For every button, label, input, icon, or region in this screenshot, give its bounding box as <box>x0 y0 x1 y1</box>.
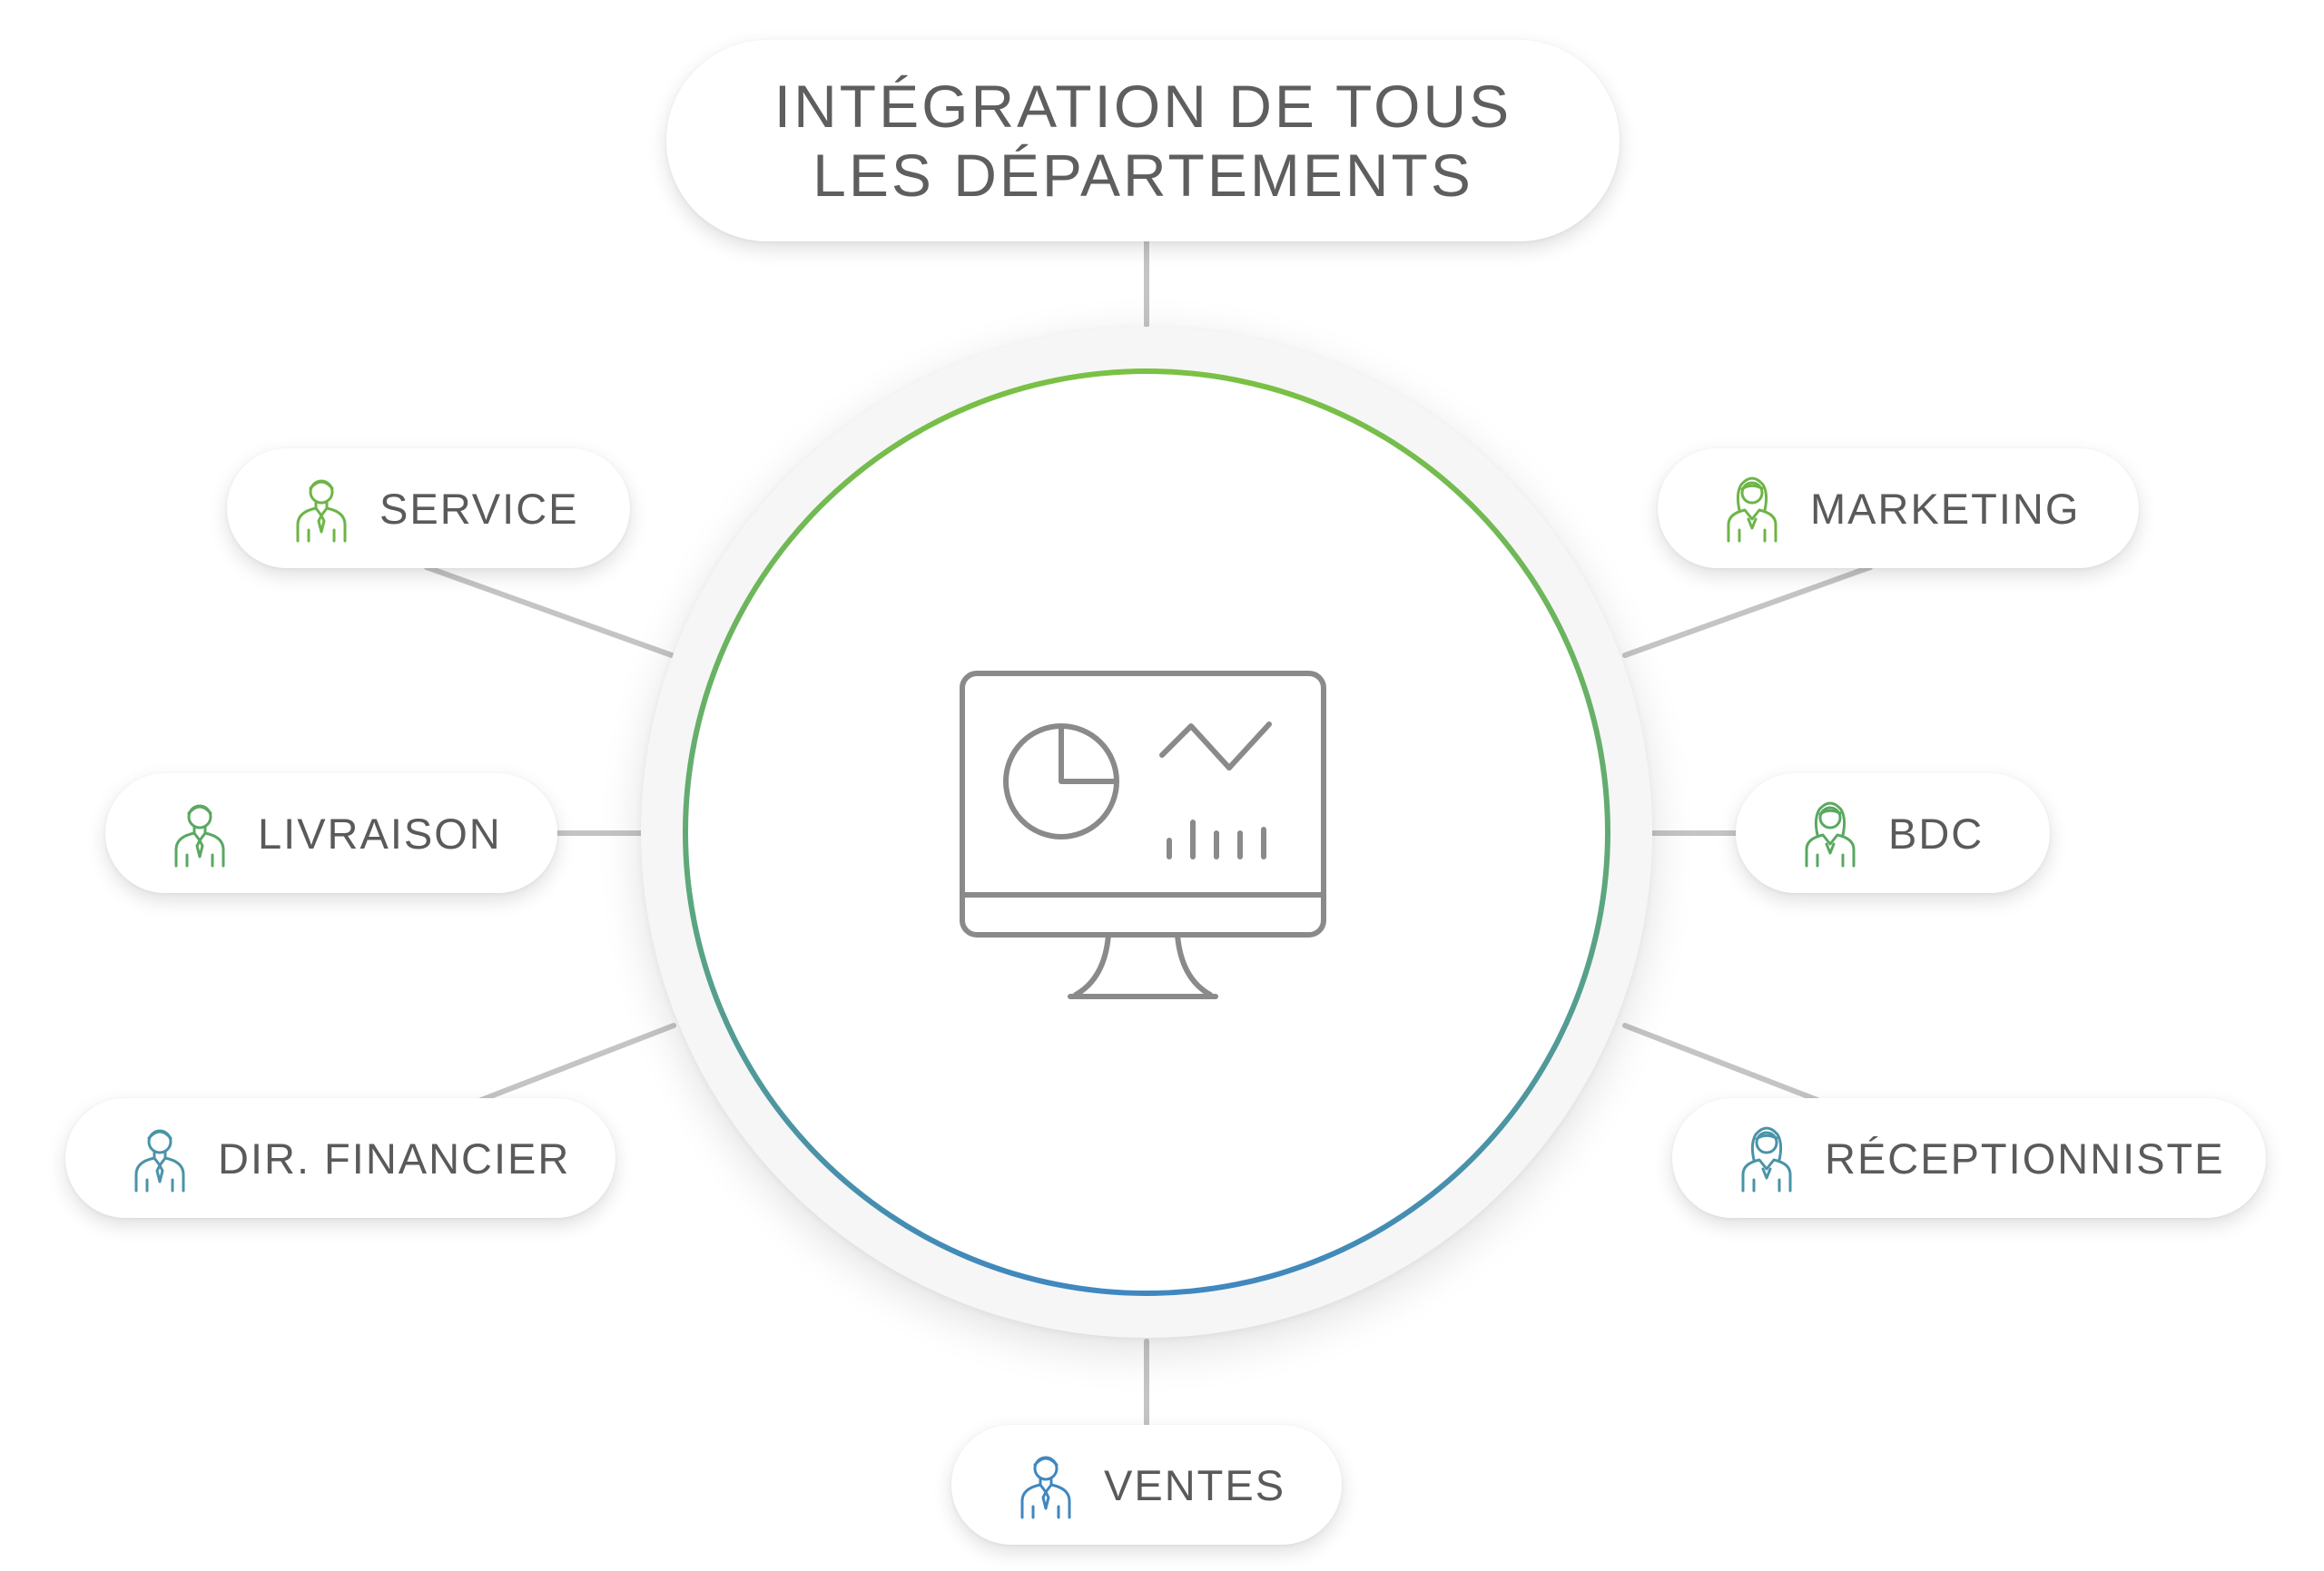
monitor-analytics-icon <box>960 671 1326 999</box>
dept-receptionniste: RÉCEPTIONNISTE <box>1672 1098 2266 1218</box>
title-line-2: LES DÉPARTEMENTS <box>812 142 1473 209</box>
dept-label-receptionniste: RÉCEPTIONNISTE <box>1825 1134 2225 1183</box>
dept-bdc: BDC <box>1736 773 2050 893</box>
dept-label-ventes: VENTES <box>1104 1460 1286 1509</box>
title-pill: INTÉGRATION DE TOUS LES DÉPARTEMENTS <box>666 40 1620 241</box>
male-employee-icon <box>174 804 225 868</box>
female-employee-icon <box>1727 476 1777 543</box>
dept-marketing: MARKETING <box>1658 448 2139 568</box>
male-employee-icon <box>134 1129 185 1193</box>
connector-receptionniste <box>1622 1023 1820 1103</box>
title-line-1: INTÉGRATION DE TOUS <box>773 73 1512 140</box>
dept-label-livraison: LIVRAISON <box>258 809 502 858</box>
female-employee-icon <box>1741 1126 1792 1193</box>
dept-label-bdc: BDC <box>1888 809 1984 858</box>
hub-inner-circle <box>688 374 1605 1291</box>
hub-gradient-ring <box>683 368 1610 1296</box>
dept-dir-financier: DIR. FINANCIER <box>65 1098 615 1218</box>
connector-marketing <box>1622 565 1873 658</box>
dept-label-marketing: MARKETING <box>1810 484 2081 533</box>
connector-dir-financier <box>478 1023 676 1103</box>
connector-service <box>424 565 675 658</box>
male-employee-icon <box>1020 1456 1071 1519</box>
dept-ventes: VENTES <box>951 1425 1342 1545</box>
male-employee-icon <box>296 479 347 543</box>
dept-label-service: SERVICE <box>379 484 579 533</box>
female-employee-icon <box>1805 801 1856 868</box>
dept-service: SERVICE <box>227 448 630 568</box>
dept-label-dir-financier: DIR. FINANCIER <box>218 1134 571 1183</box>
central-hub <box>641 327 1652 1338</box>
dept-livraison: LIVRAISON <box>105 773 557 893</box>
